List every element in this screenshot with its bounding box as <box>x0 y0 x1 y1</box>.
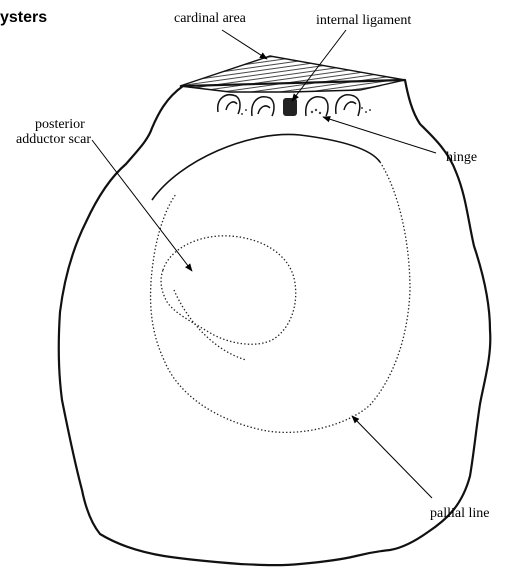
shell-outline <box>59 80 491 565</box>
pallial-line-shape <box>151 162 410 432</box>
label-hinge: hinge <box>446 150 477 165</box>
label-cardinal-area: cardinal area <box>174 11 247 26</box>
label-posterior: posterior <box>35 117 85 132</box>
adductor-scar-leader <box>92 140 192 271</box>
cardinal-area-shape <box>180 56 405 92</box>
cardinal-area-leader <box>222 30 267 59</box>
hinge-teeth <box>218 95 360 116</box>
adductor-scar-shape <box>161 236 296 344</box>
adductor-scar-inner-line <box>174 290 246 360</box>
internal-ligament-mark <box>283 98 297 116</box>
label-adductor-scar: adductor scar <box>16 132 91 147</box>
inner-margin-line <box>152 134 380 200</box>
title: ysters <box>0 9 47 26</box>
label-internal-ligament: internal ligament <box>316 13 411 28</box>
pallial-line-leader <box>352 416 432 498</box>
label-pallial-line: pallial line <box>430 506 489 521</box>
